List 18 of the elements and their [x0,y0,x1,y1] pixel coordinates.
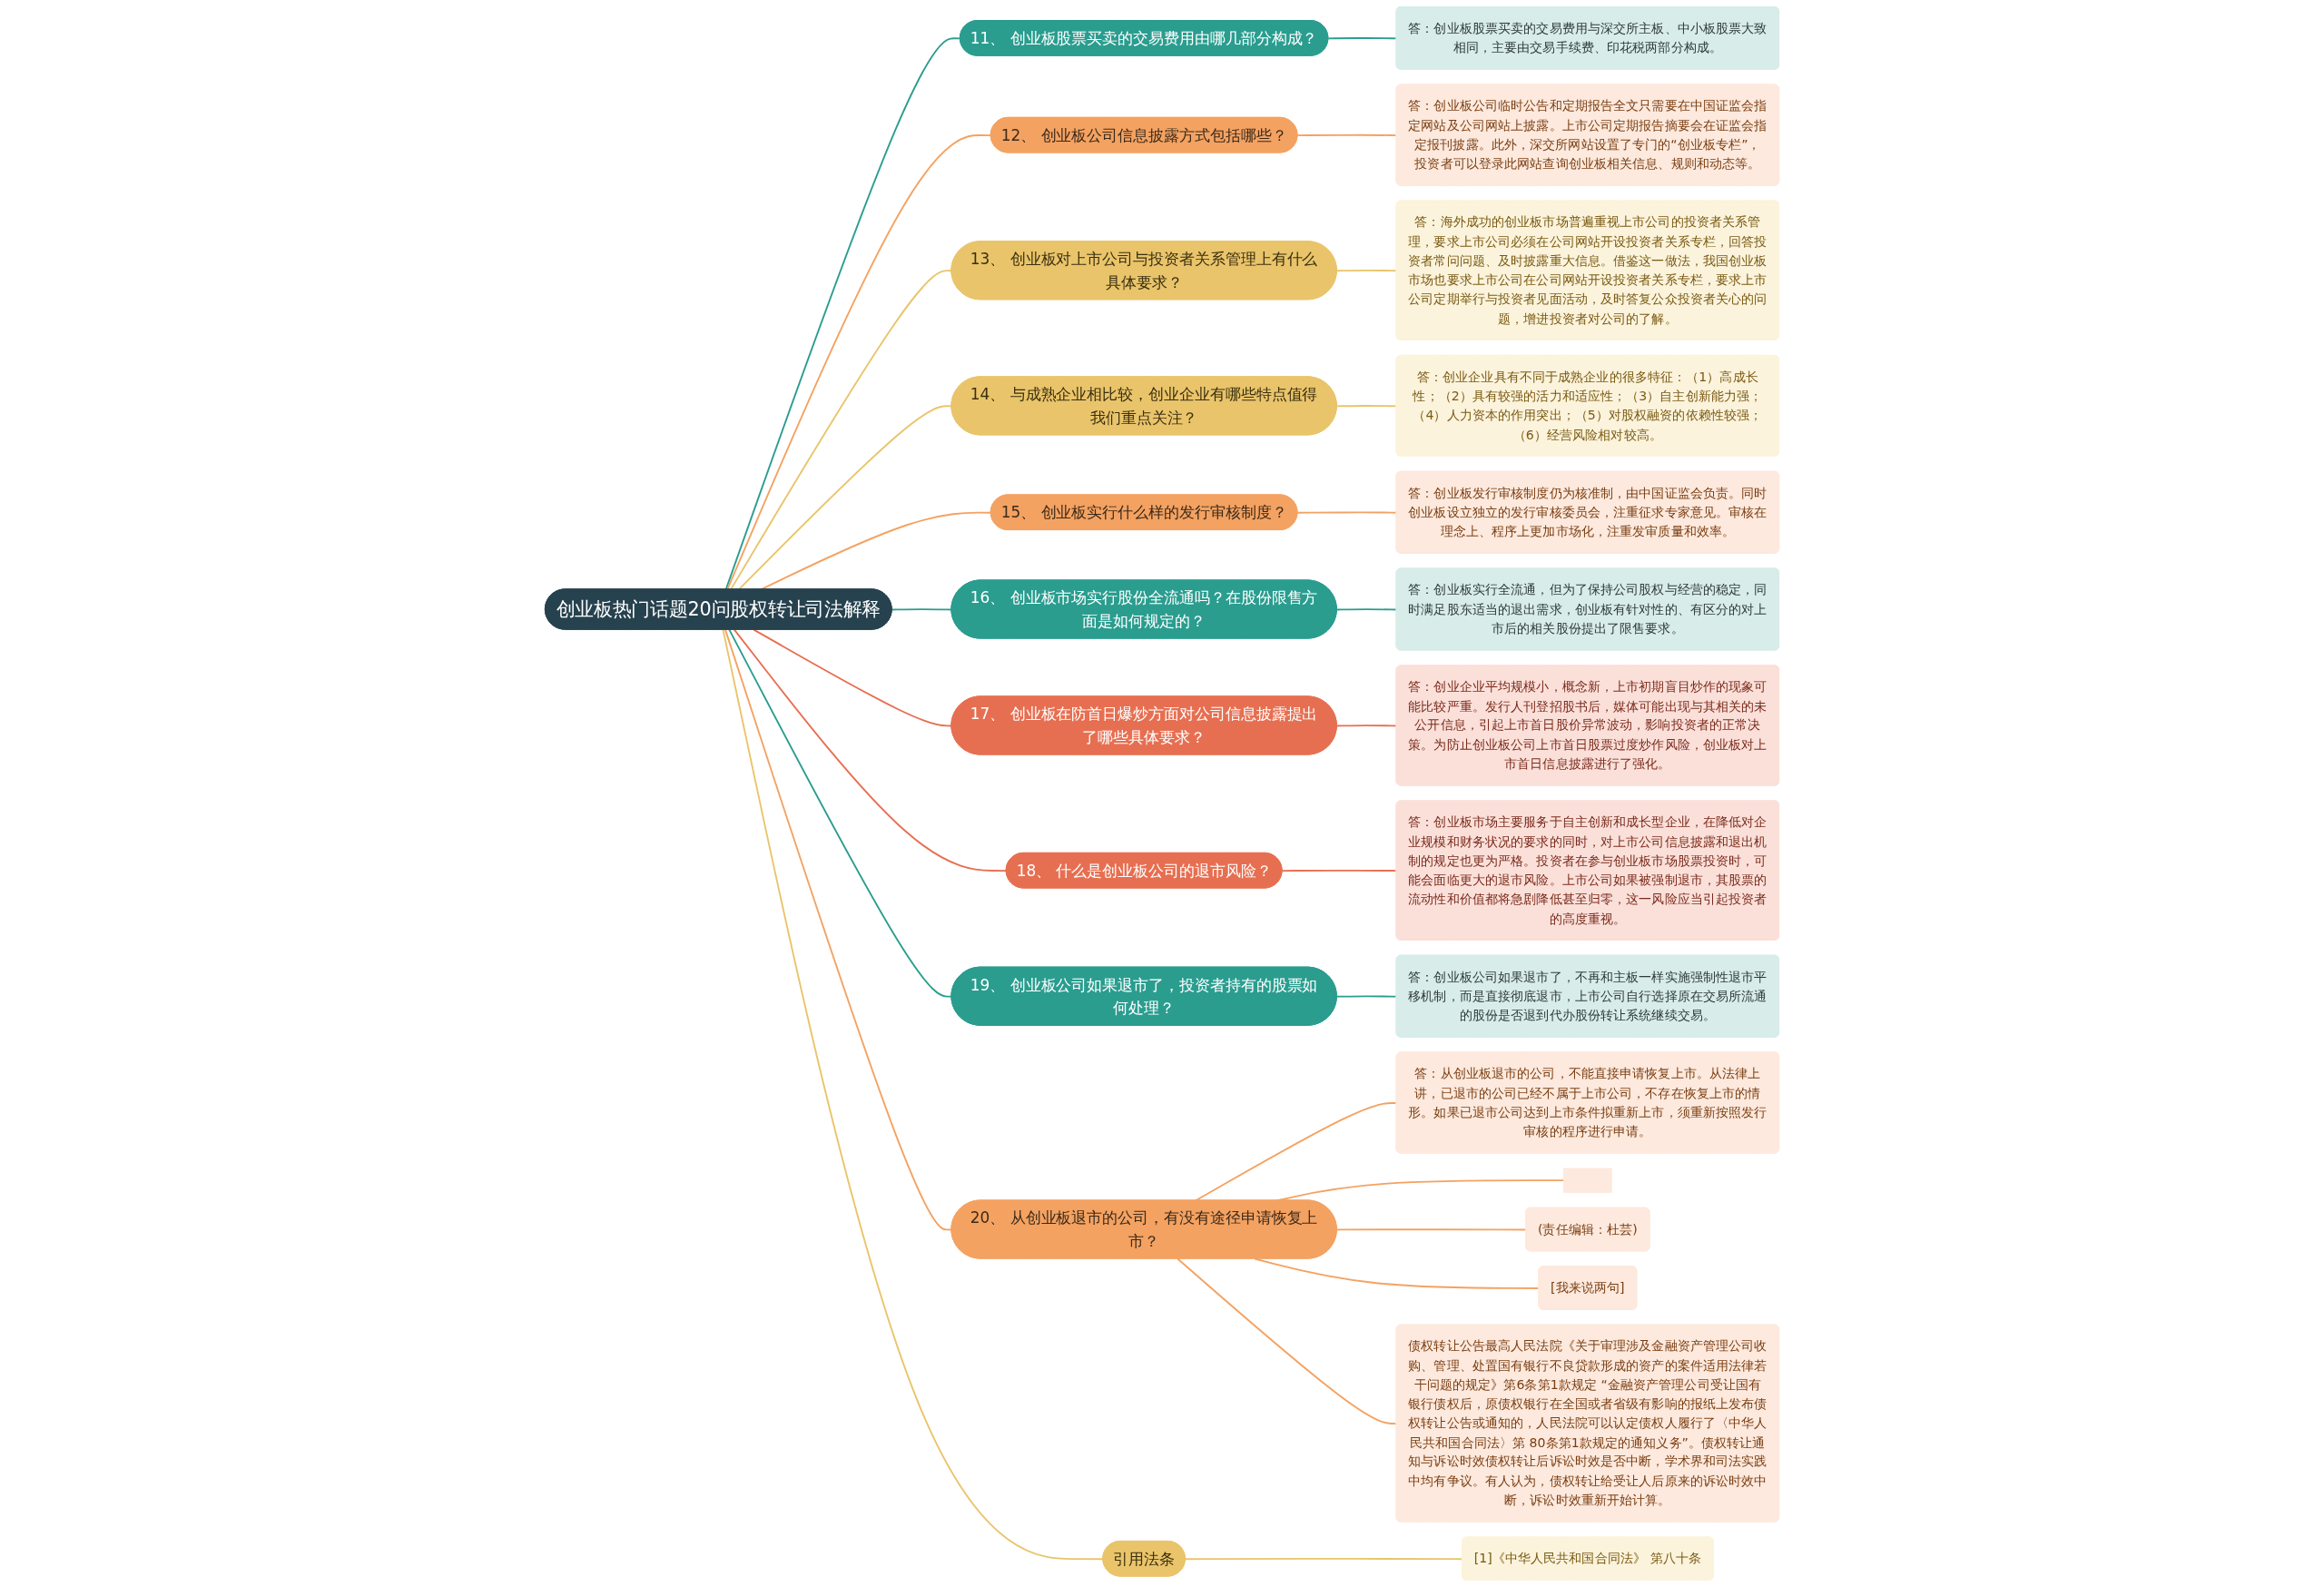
connector [724,628,953,1231]
connector [1184,1557,1463,1561]
node-box [1563,1168,1612,1193]
connector [1335,608,1398,611]
connector [1194,1102,1398,1202]
connector [1335,724,1398,727]
connector [734,628,1008,872]
connector [1177,1257,1398,1424]
connector [1296,133,1398,137]
connector [1281,869,1398,872]
connector [1296,511,1398,514]
connector [1335,995,1398,998]
connector [728,628,953,998]
connector [1335,405,1398,408]
connector [753,628,953,727]
connector [1327,37,1398,40]
connector [891,608,953,611]
connector [1335,270,1398,272]
